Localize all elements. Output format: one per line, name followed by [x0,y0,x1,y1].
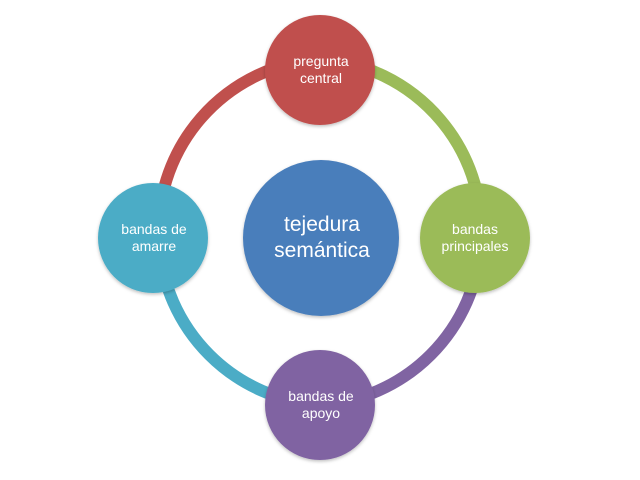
node-left-circle [98,183,208,293]
node-bottom-circle [265,350,375,460]
node-right-circle [420,183,530,293]
node-top-circle [265,15,375,125]
center-circle [243,160,399,316]
